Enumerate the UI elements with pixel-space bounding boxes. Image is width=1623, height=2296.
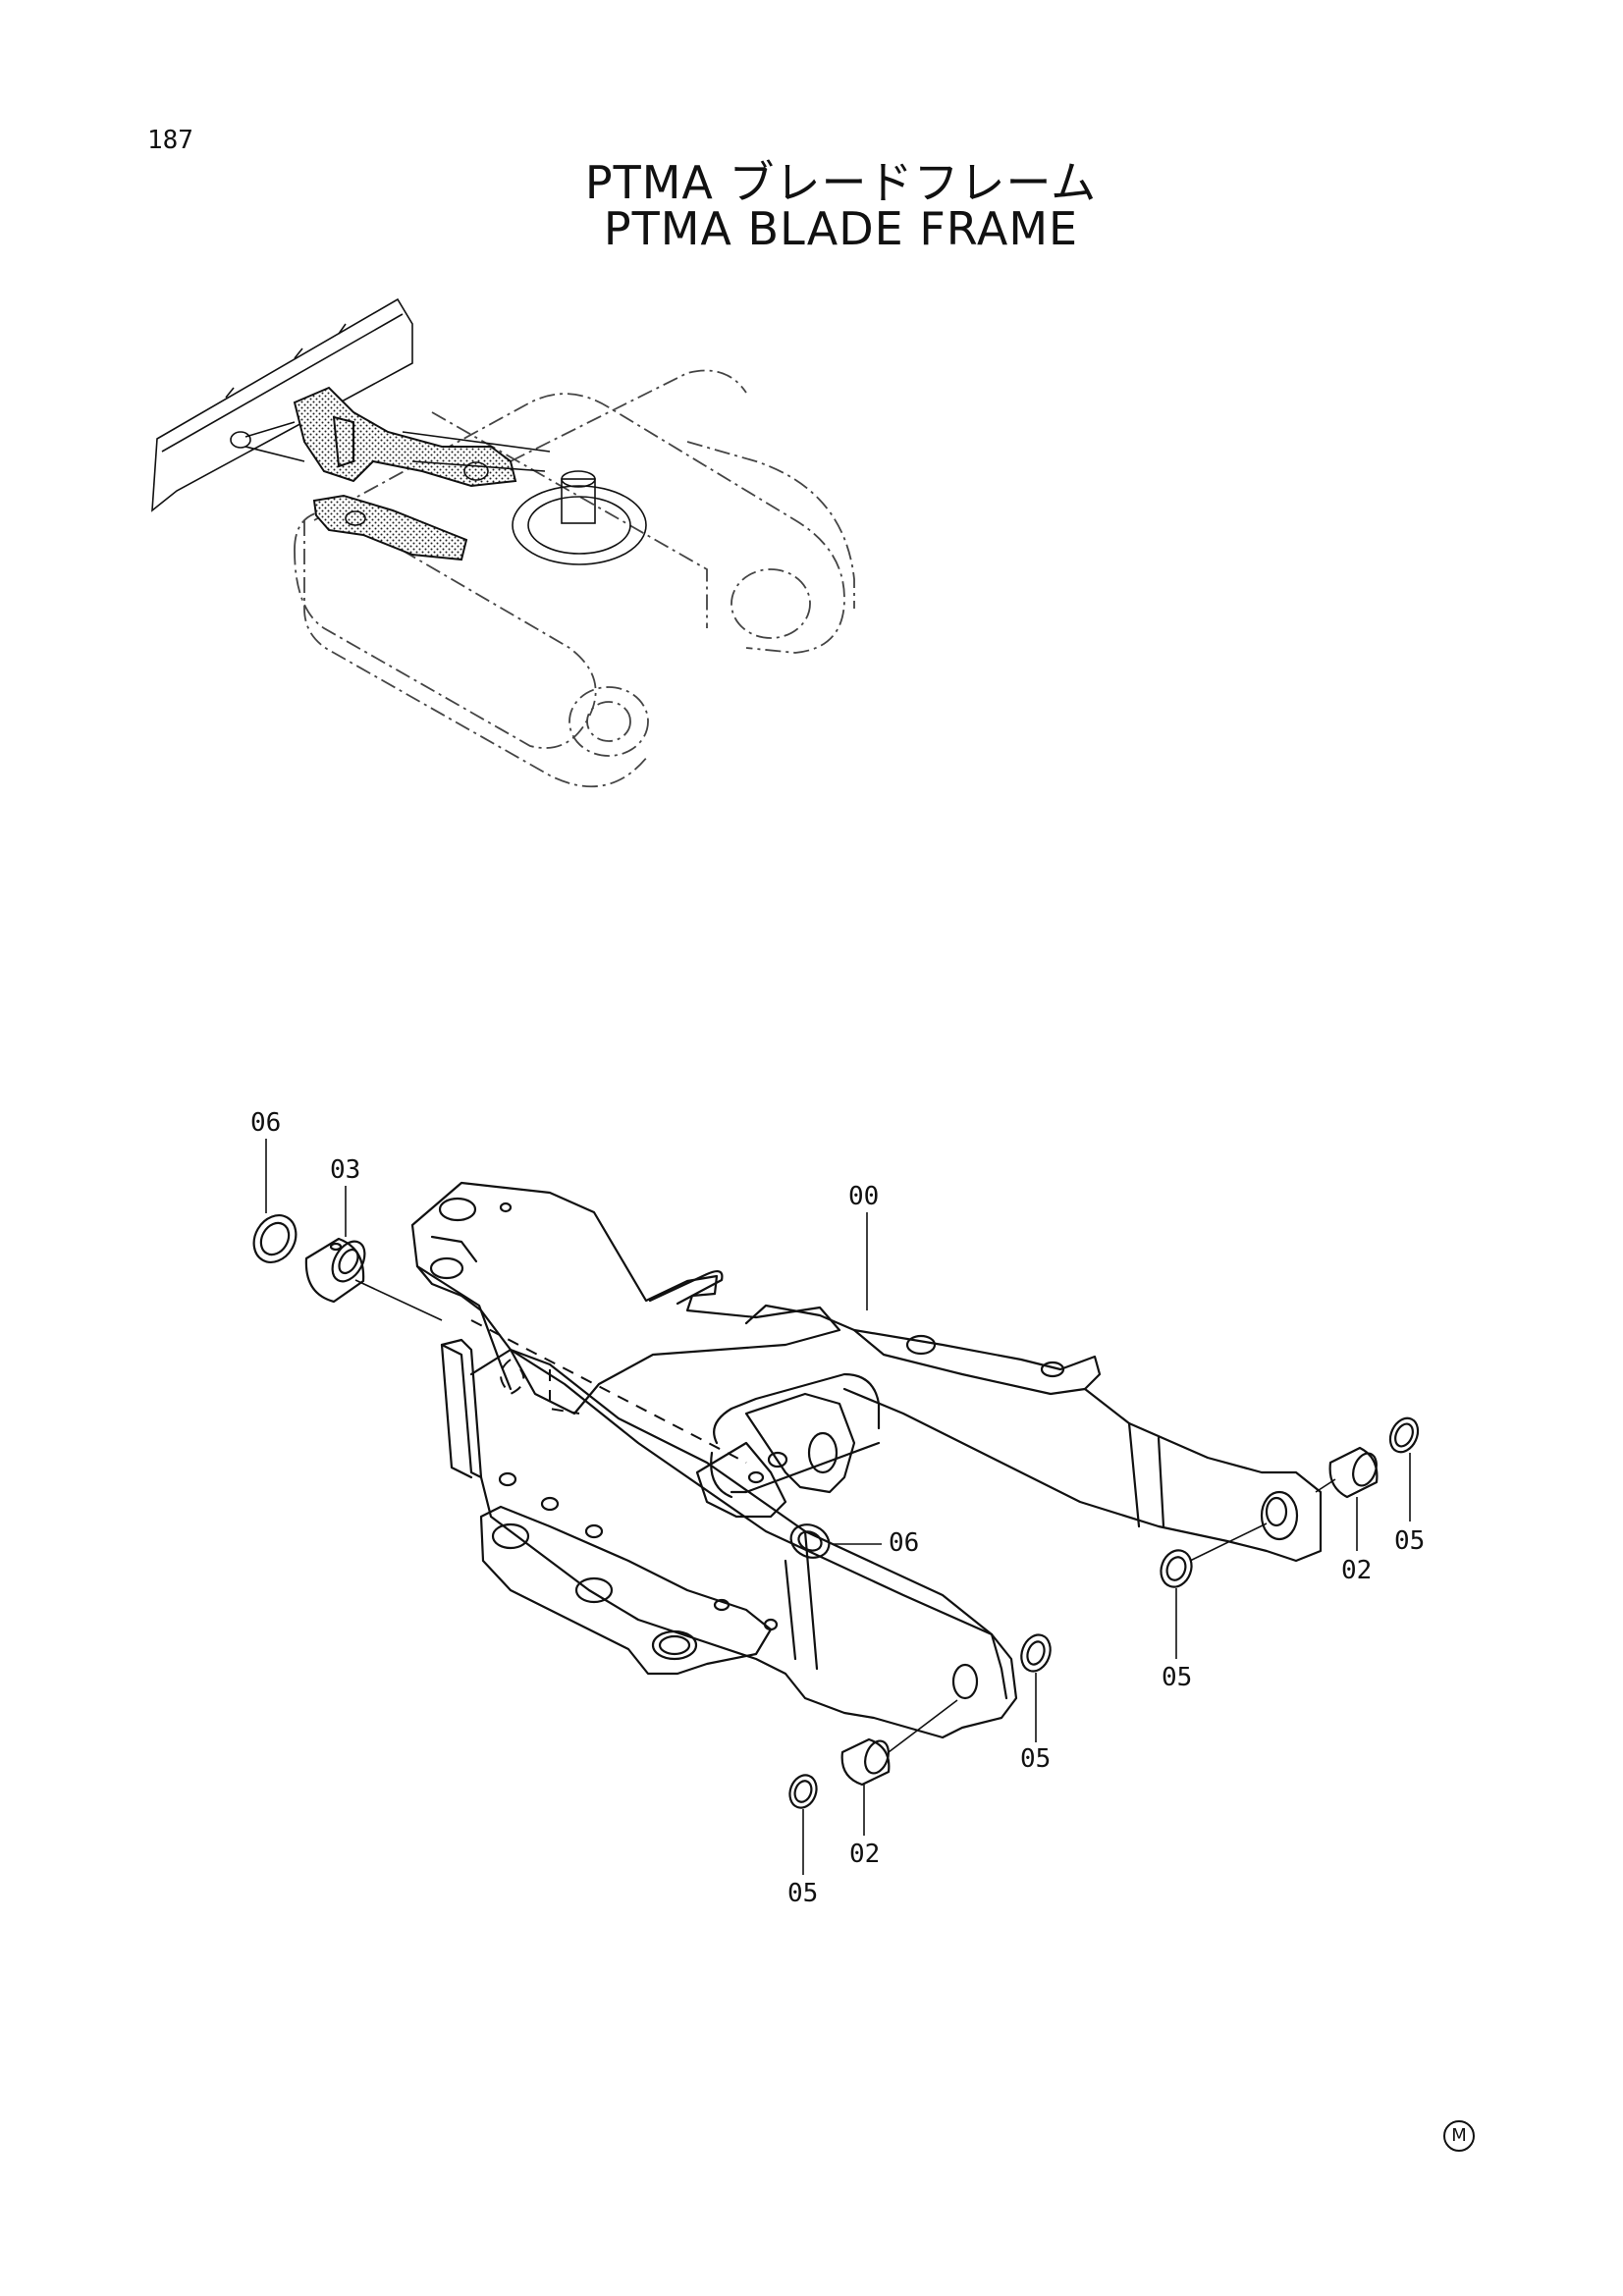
callout-05-seal-lower: 05: [1020, 1744, 1051, 1774]
callout-02-bushing-bottom: 02: [849, 1840, 880, 1869]
callout-06-seal-center: 06: [889, 1528, 919, 1558]
callout-05-seal-middle: 05: [1162, 1663, 1192, 1692]
blade-frame-assembly: [410, 1181, 1323, 1739]
page-title-japanese: PTMA ブレードフレーム: [584, 156, 1098, 209]
callout-06-seal: 06: [250, 1108, 281, 1138]
callout-03-bushing: 03: [330, 1155, 360, 1185]
page-number: 187: [147, 126, 193, 155]
callout-05-seal-right: 05: [1394, 1526, 1425, 1556]
bushings-and-seals: [252, 1214, 1420, 1809]
m-mark-symbol: M: [1443, 2120, 1475, 2152]
callout-02-bushing-right: 02: [1341, 1556, 1372, 1585]
callout-00-blade-frame: 00: [848, 1182, 879, 1211]
page-title-english: PTMA BLADE FRAME: [603, 202, 1079, 255]
leader-lines: [265, 1139, 1411, 1875]
machine-overview-illustration: [151, 297, 855, 788]
callout-05-seal-bottom: 05: [787, 1879, 818, 1908]
